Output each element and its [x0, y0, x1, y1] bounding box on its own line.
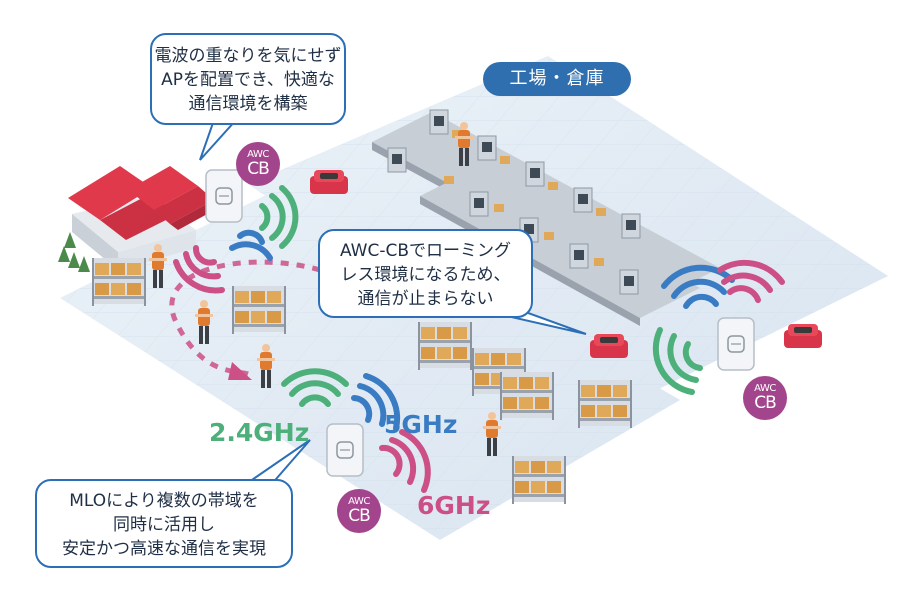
wifi-waves-bottom — [281, 368, 431, 493]
callout-top-line-1: 電波の重なりを気にせず — [154, 46, 342, 66]
callout-bottom-line-1: MLOにより複数の帯域を — [69, 491, 259, 511]
awc-cb-badge-top: AWC CB — [236, 142, 280, 186]
badge-line-2: CB — [348, 506, 371, 526]
robot-cart — [784, 324, 822, 348]
rack — [232, 286, 286, 334]
machine — [477, 135, 497, 161]
roaming-arrow-icon — [228, 362, 252, 380]
roaming-path — [169, 259, 321, 377]
machine — [525, 161, 545, 187]
rack — [418, 322, 472, 370]
machine — [621, 213, 641, 239]
trees — [58, 232, 90, 272]
callout-middle-line-2: レス環境になるため、 — [340, 265, 511, 285]
callout-middle-line-1: AWC-CBでローミング — [339, 241, 512, 261]
rack — [578, 380, 632, 428]
callout-top: 電波の重なりを気にせず APを配置でき、快適な 通信環境を構築 — [150, 33, 346, 125]
awc-cb-badge-right: AWC CB — [743, 376, 787, 420]
band-label-5ghz: 5GHz — [384, 410, 458, 439]
callout-top-line-2: APを配置でき、快適な — [161, 70, 335, 90]
area-tag: 工場・倉庫 — [483, 62, 631, 96]
access-point-right — [717, 317, 755, 371]
awc-cb-badge-bottom: AWC CB — [337, 489, 381, 533]
band-label-6ghz: 6GHz — [417, 491, 491, 520]
badge-line-2: CB — [247, 159, 270, 179]
callout-tail-top — [199, 119, 239, 161]
rack — [512, 456, 566, 504]
wifi-waves-top — [173, 185, 299, 294]
callout-bottom-line-3: 安定かつ高速な通信を実現 — [62, 539, 266, 559]
badge-line-2: CB — [754, 393, 777, 413]
callout-bottom: MLOにより複数の帯域を 同時に活用し 安定かつ高速な通信を実現 — [35, 479, 293, 568]
badge-line-1: AWC — [247, 149, 269, 160]
rack — [92, 258, 146, 306]
access-point-bottom — [326, 423, 364, 477]
callout-middle-line-3: 通信が止まらない — [357, 289, 494, 309]
machine — [569, 243, 589, 269]
callout-middle: AWC-CBでローミング レス環境になるため、 通信が止まらない — [318, 229, 533, 318]
rack — [500, 372, 554, 420]
machine — [619, 269, 639, 295]
machine — [469, 191, 489, 217]
robot-cart — [310, 170, 348, 194]
warehouse-building — [68, 166, 222, 270]
machine — [573, 187, 593, 213]
machine — [429, 109, 449, 135]
machine — [387, 147, 407, 173]
callout-top-line-3: 通信環境を構築 — [188, 94, 308, 114]
callout-bottom-line-2: 同時に活用し — [113, 515, 215, 535]
robot-cart — [590, 334, 628, 358]
badge-line-1: AWC — [754, 383, 776, 394]
badge-line-1: AWC — [348, 496, 370, 507]
band-label-2-4ghz: 2.4GHz — [209, 418, 310, 447]
wifi-waves-right — [652, 259, 785, 395]
